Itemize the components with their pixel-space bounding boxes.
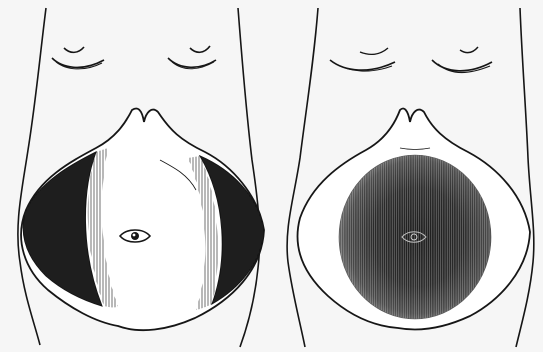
right-breast-folds <box>330 47 492 73</box>
right-torso-right-edge <box>516 8 534 347</box>
right-torso-left-edge <box>287 8 318 347</box>
left-breast-folds <box>52 46 216 69</box>
left-torso-left-edge <box>18 8 46 345</box>
right-torso-panel <box>287 8 534 347</box>
left-torso-panel <box>18 8 264 347</box>
left-torso-right-edge <box>238 8 260 347</box>
left-navel <box>120 230 150 242</box>
